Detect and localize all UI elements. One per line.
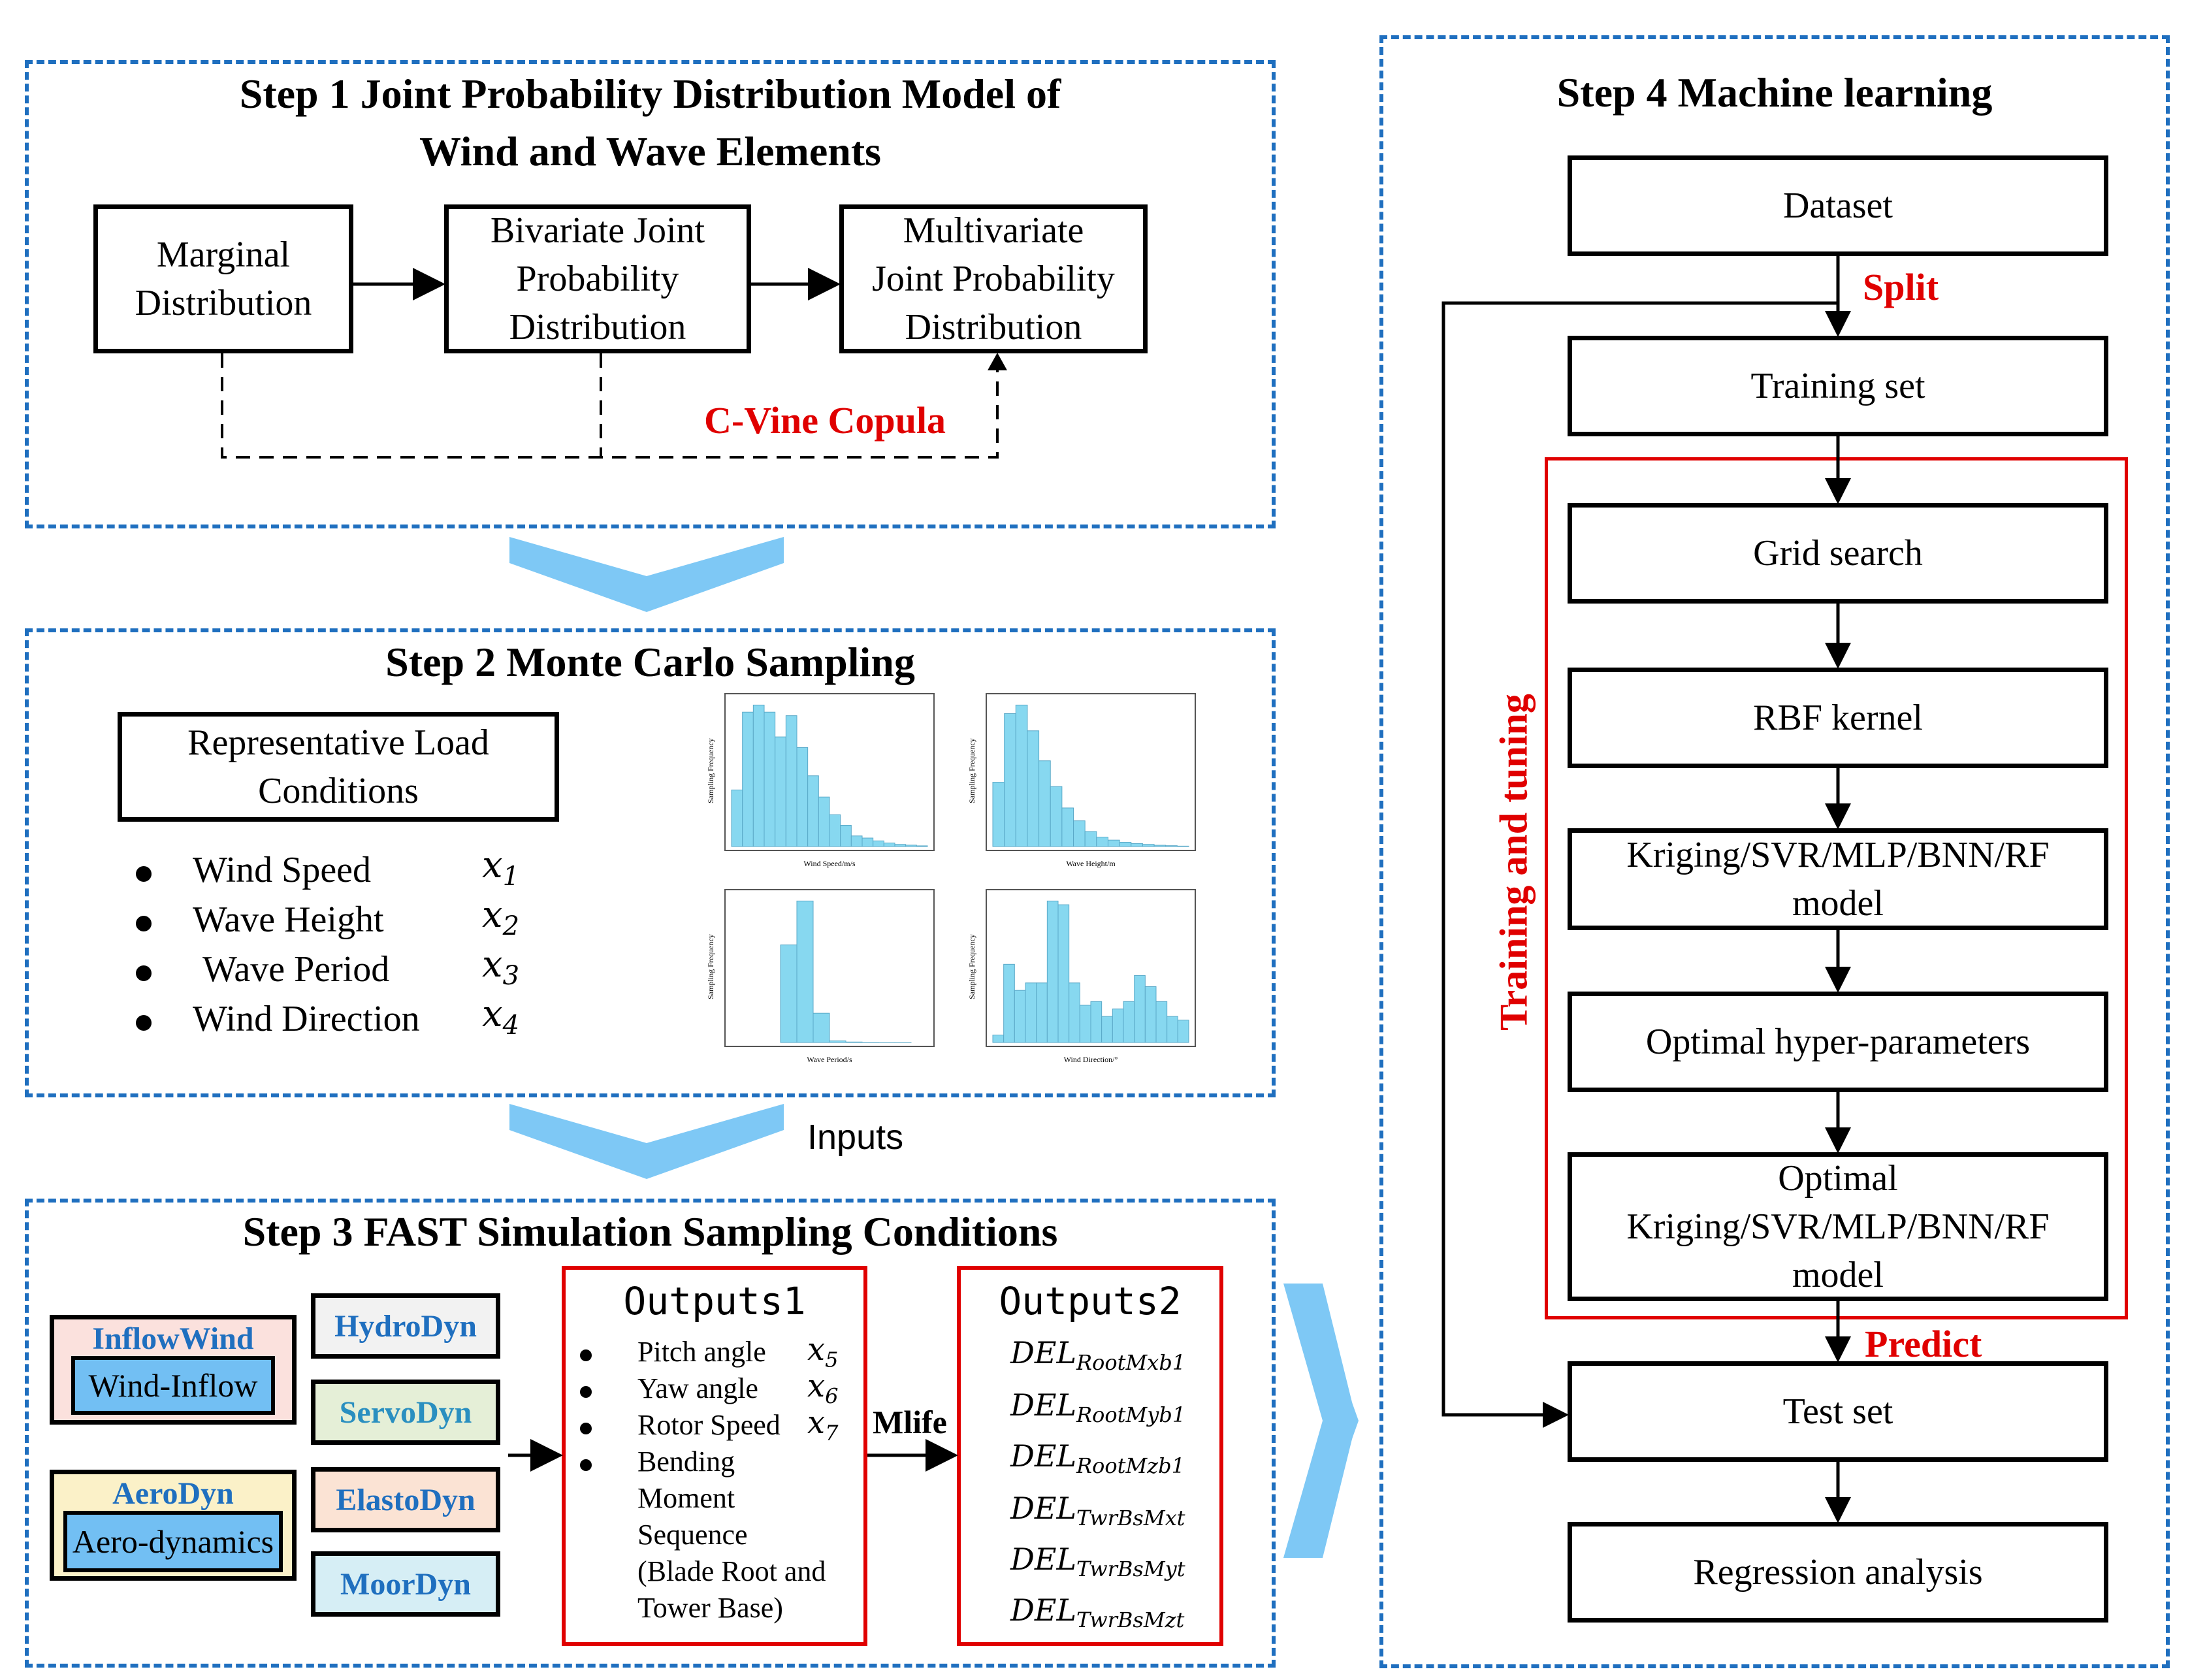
step2-title: Step 2 Monte Carlo Sampling (385, 639, 915, 685)
step2-panel (25, 628, 1276, 1097)
histogram-4: Wind Direction/° Sampling Frequency (967, 889, 1196, 1064)
training-tuning-label: Training and tuning (1492, 694, 1536, 1031)
chevron-right-icon (1283, 1284, 1359, 1558)
histogram-xlabel: Wave Period/s (807, 1055, 852, 1064)
histogram-bar (1057, 904, 1070, 1043)
del-twrbs-myt: DELTwrBsMyt (1010, 1542, 1185, 1582)
predict-label: Predict (1865, 1323, 1982, 1365)
outputs1-title: Outputs1 (623, 1279, 806, 1323)
outputs2-box: Outputs2 DELRootMxb1 DELRootMyb1 DELRoot… (957, 1266, 1223, 1646)
step1-title: Step 1 Joint Probability Distribution Mo… (239, 71, 1061, 174)
inflowwind-module: InflowWind Wind-Inflow (50, 1315, 297, 1425)
chevron-down-icon (509, 1104, 784, 1179)
var-wave-height: Wave Height (193, 899, 384, 940)
del-root-mzb1: DELRootMzb1 (1010, 1438, 1185, 1479)
del-twrbs-mzt: DELTwrBsMzt (1010, 1592, 1185, 1633)
training-set-box: Training set (1568, 336, 2108, 436)
mlife-label: Mlife (873, 1404, 947, 1440)
var-wind-speed: Wind Speed (193, 850, 372, 890)
outputs1-box: Outputs1 Pitch angle x5 Yaw angle x6 Rot… (562, 1266, 867, 1646)
outputs2-title: Outputs2 (999, 1279, 1182, 1323)
copula-label: C-Vine Copula (704, 399, 946, 442)
grid-search-box: Grid search (1568, 503, 2108, 604)
del-root-mxb1: DELRootMxb1 (1010, 1335, 1186, 1376)
histogram-ylabel: Sampling Frequency (706, 738, 715, 803)
step3-panel (25, 1199, 1276, 1668)
copula-arrowhead (988, 353, 1007, 370)
step4-panel (1379, 35, 2170, 1668)
aerodyn-module: AeroDyn Aero-dynamics (50, 1470, 297, 1581)
split-label: Split (1863, 266, 1939, 308)
histogram-1: Wind Speed/m/s Sampling Frequency (706, 693, 935, 868)
moordyn-module: MoorDyn (311, 1551, 500, 1617)
chevron-down-icon (509, 537, 784, 612)
histogram-bar (1177, 1020, 1189, 1043)
elastodyn-module: ElastoDyn (311, 1467, 500, 1532)
copula-dashed-path (221, 353, 999, 459)
regression-analysis-box: Regression analysis (1568, 1522, 2108, 1623)
histogram-2: Wave Height/m Sampling Frequency (967, 693, 1196, 868)
step4-title: Step 4 Machine learning (1556, 69, 1993, 116)
wind-inflow-box: Wind-Inflow (71, 1356, 275, 1415)
histogram-bar (916, 845, 928, 847)
histogram-ylabel: Sampling Frequency (706, 934, 715, 999)
histogram-bar (796, 900, 814, 1043)
del-twrbs-mxt: DELTwrBsMxt (1010, 1491, 1185, 1531)
rbf-kernel-box: RBF kernel (1568, 668, 2108, 768)
histogram-bar (1176, 845, 1189, 847)
histogram-3: Wave Period/s Sampling Frequency (706, 889, 935, 1064)
histogram-xlabel: Wind Speed/m/s (803, 859, 856, 868)
var-wind-direction: Wind Direction (193, 999, 420, 1039)
step1-panel (25, 60, 1276, 528)
aero-dynamics-box: Aero-dynamics (63, 1511, 283, 1572)
histogram-bar (813, 1012, 830, 1043)
histogram-ylabel: Sampling Frequency (967, 934, 976, 999)
step3-title: Step 3 FAST Simulation Sampling Conditio… (242, 1208, 1058, 1255)
var-wave-period: Wave Period (202, 949, 390, 990)
servodyn-module: ServoDyn (311, 1380, 500, 1445)
dataset-box: Dataset (1568, 155, 2108, 256)
histogram-ylabel: Sampling Frequency (967, 738, 976, 803)
del-root-myb1: DELRootMyb1 (1010, 1387, 1186, 1428)
histogram-xlabel: Wind Direction/° (1064, 1055, 1118, 1064)
histogram-xlabel: Wave Height/m (1066, 859, 1116, 868)
hydrodyn-module: HydroDyn (311, 1293, 500, 1359)
inputs-label: Inputs (807, 1118, 904, 1157)
test-set-box: Test set (1568, 1361, 2108, 1462)
optimal-hyperparameters-box: Optimal hyper-parameters (1568, 992, 2108, 1092)
